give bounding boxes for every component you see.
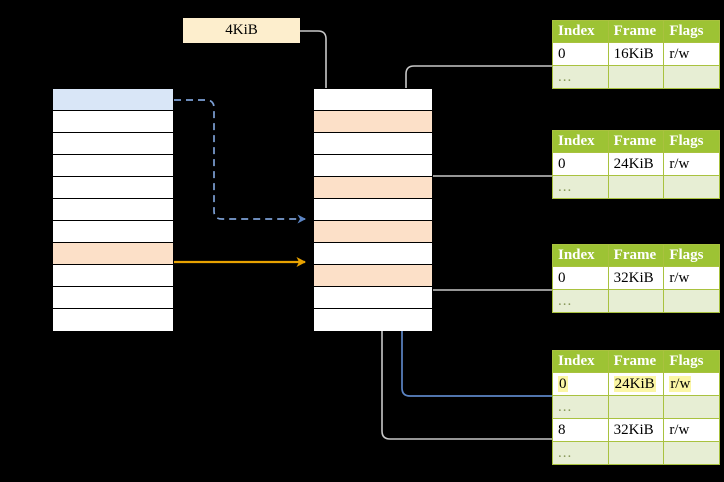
table-cell: 24KiB (607, 372, 665, 396)
memory-cell (314, 287, 432, 309)
column-header-frame: Frame (607, 20, 665, 43)
table-cell: ... (552, 289, 609, 313)
table-cell: ... (552, 441, 609, 465)
memory-cell (314, 133, 432, 155)
memory-cell (314, 221, 432, 243)
table-cell (607, 175, 665, 199)
table-cell: ... (552, 175, 609, 199)
table-cell: 0 (552, 152, 609, 176)
table-cell: 0 (552, 266, 609, 290)
wire-table2-to-middle7 (423, 175, 552, 217)
memory-cell (314, 309, 432, 331)
column-header-frame: Frame (607, 350, 665, 373)
table-cell (663, 395, 720, 419)
column-header-index: Index (552, 130, 609, 153)
column-header-index: Index (552, 350, 609, 373)
table-cell: 32KiB (607, 418, 665, 442)
memory-cell (53, 89, 173, 111)
table-cell: r/w (663, 372, 720, 396)
table-cell: 0 (552, 372, 609, 396)
table-cell: r/w (663, 42, 720, 66)
table-cell: r/w (663, 418, 720, 442)
column-header-index: Index (552, 20, 609, 43)
table-cell (663, 175, 720, 199)
column-header-flags: Flags (663, 130, 720, 153)
table-cell: 0 (552, 42, 609, 66)
table-row: ... (552, 395, 720, 419)
column-header-flags: Flags (663, 244, 720, 267)
table-cell (607, 65, 665, 89)
table-row: ... (552, 65, 720, 89)
memory-cell (53, 177, 173, 199)
memory-cell (53, 221, 173, 243)
table-cell: 8 (552, 418, 609, 442)
page-size-label-text: 4KiB (225, 22, 258, 38)
table-cell: r/w (663, 152, 720, 176)
memory-cell (314, 155, 432, 177)
memory-cell (53, 111, 173, 133)
table-cell (607, 395, 665, 419)
table-cell (607, 289, 665, 313)
memory-cell (53, 243, 173, 265)
table-row: ... (552, 441, 720, 465)
memory-cell (314, 265, 432, 287)
table-row: ... (552, 175, 720, 199)
table-cell: ... (552, 65, 609, 89)
table-row: ... (552, 289, 720, 313)
memory-cell (53, 199, 173, 221)
memory-cell (53, 287, 173, 309)
memory-cell (314, 111, 432, 133)
table-cell (663, 65, 720, 89)
table-cell: 32KiB (607, 266, 665, 290)
table-cell: ... (552, 395, 609, 419)
memory-cell (53, 155, 173, 177)
table-cell (663, 289, 720, 313)
physical-memory-column (313, 88, 433, 331)
memory-cell (314, 199, 432, 221)
table-cell: 24KiB (607, 152, 665, 176)
table-cell (607, 441, 665, 465)
column-header-flags: Flags (663, 350, 720, 373)
memory-cell (53, 309, 173, 331)
wire-left1-to-middle7 (174, 99, 306, 224)
column-header-flags: Flags (663, 20, 720, 43)
memory-cell (53, 265, 173, 287)
column-header-frame: Frame (607, 244, 665, 267)
memory-cell (53, 133, 173, 155)
table-cell: r/w (663, 266, 720, 290)
table-cell (663, 441, 720, 465)
column-header-frame: Frame (607, 130, 665, 153)
page-size-label: 4KiB (183, 18, 300, 43)
memory-cell (314, 243, 432, 265)
column-header-index: Index (552, 244, 609, 267)
memory-cell (314, 89, 432, 111)
table-cell: 16KiB (607, 42, 665, 66)
memory-cell (314, 177, 432, 199)
wire-table3-to-middle9 (423, 262, 552, 291)
virtual-memory-column (52, 88, 174, 331)
